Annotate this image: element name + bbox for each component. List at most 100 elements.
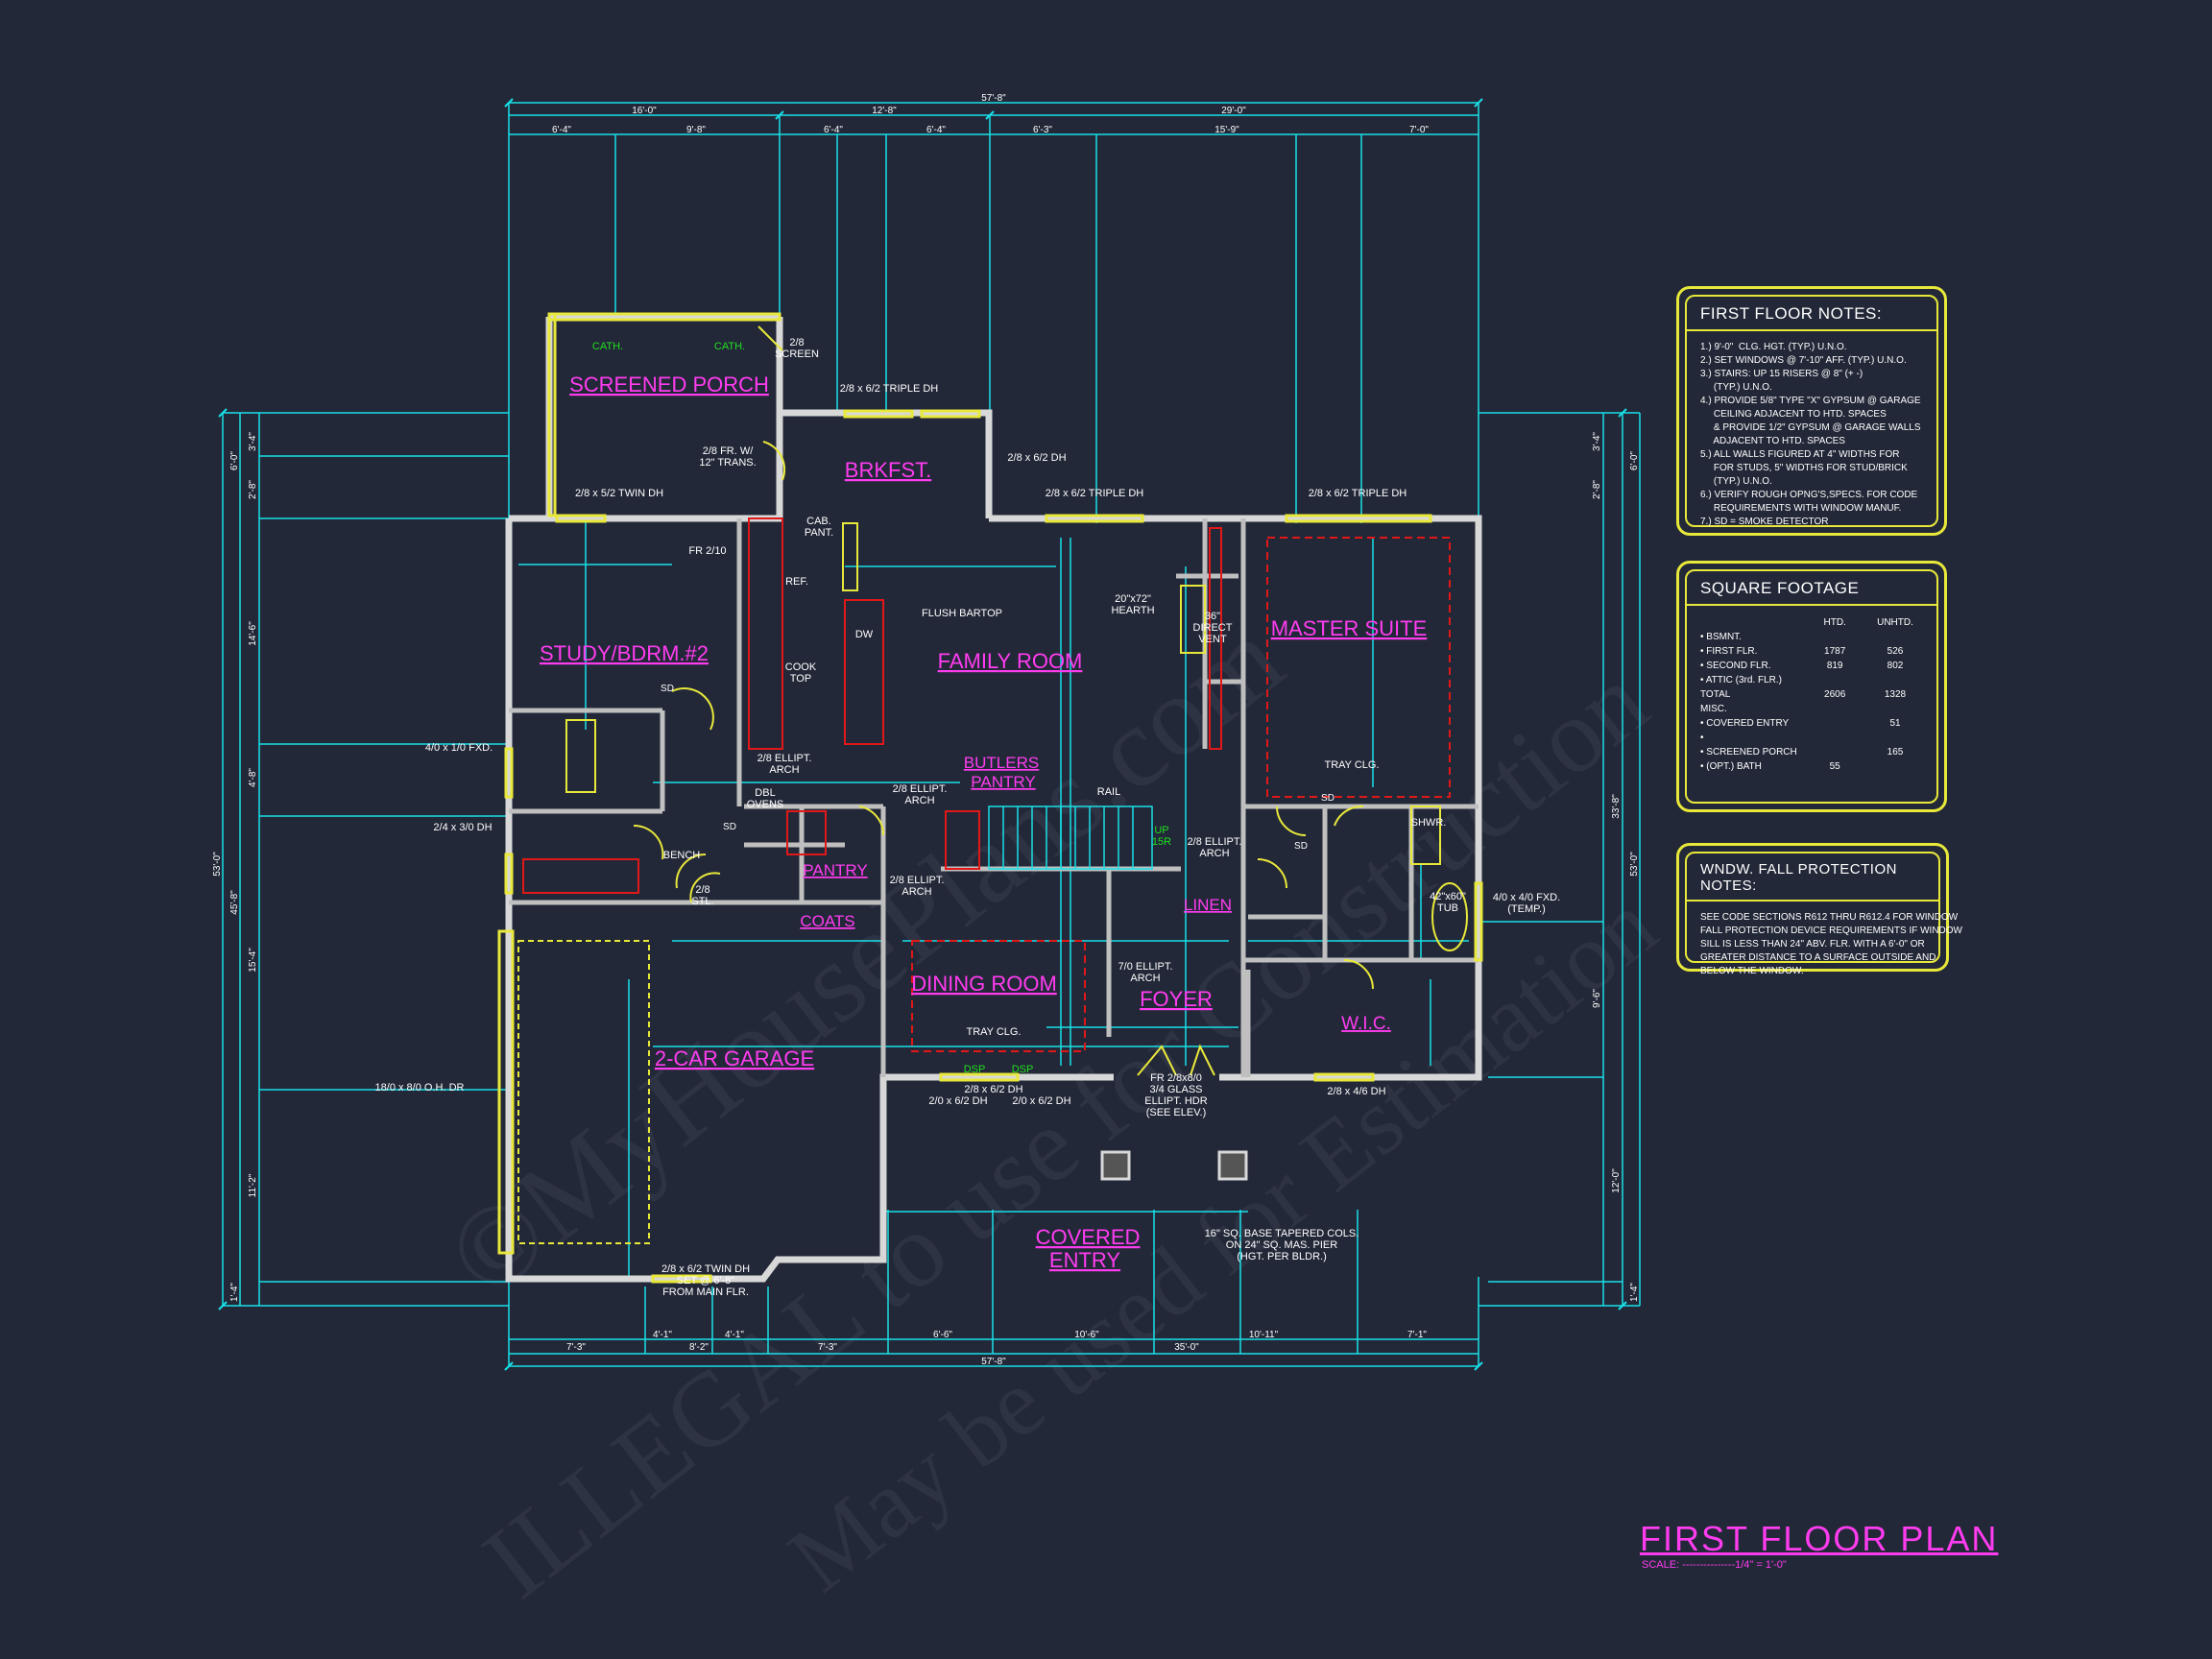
dim-left-8: 15'-4": [248, 948, 258, 973]
dim-top-overall: 57'-8": [981, 93, 1006, 104]
room-pantry: PANTRY: [803, 861, 867, 879]
room-labels: SCREENED PORCH BRKFST. STUDY/BDRM.#2 FAM…: [540, 373, 1427, 1272]
label-line: FR 2/8x8/0: [1150, 1072, 1202, 1084]
label-line: (SEE ELEV.): [1146, 1107, 1207, 1118]
dim-top-sub-4: 6'-4": [926, 125, 946, 135]
dim-bottom-1: 7'-3": [566, 1342, 586, 1353]
label-dw: DW: [855, 629, 874, 640]
dim-top-sub-1: 6'-4": [552, 125, 571, 135]
label-cab-pant: CAB.PANT.: [805, 516, 833, 539]
square-footage-cell: [1802, 702, 1867, 716]
label-triple-dh-master: 2/8 x 6/2 TRIPLE DH: [1309, 488, 1407, 499]
label-line: OVENS: [747, 799, 784, 810]
square-footage-title: SQUARE FOOTAGE: [1687, 571, 1936, 606]
dim-right-3: 2'-8": [1592, 480, 1602, 499]
label-line: (TEMP.): [1507, 903, 1546, 915]
label-line: ARCH: [1199, 848, 1229, 859]
square-footage-cell: [1802, 673, 1867, 687]
label-line: DIRECT: [1193, 622, 1233, 634]
label-dh-brkfst: 2/8 x 6/2 DH: [1007, 452, 1066, 464]
label-oh-door: 18/0 x 8/0 O.H. DR: [375, 1082, 465, 1094]
dim-right-8: 1'-4": [1629, 1283, 1640, 1302]
dim-right-1: 3'-4": [1592, 432, 1602, 451]
first-floor-note: 5.) ALL WALLS FIGURED AT 4" WIDTHS FOR: [1700, 449, 1900, 460]
room-butlers-pantry-2: PANTRY: [971, 773, 1035, 791]
dim-right-4: 33'-8": [1611, 794, 1622, 819]
first-floor-note: (TYP.) U.N.O.: [1700, 382, 1772, 393]
label-ellipt-arch-5: 7/0 ELLIPT.ARCH: [1118, 961, 1173, 984]
dim-top-sub-6: 15'-9": [1214, 125, 1239, 135]
label-line: 7/0 ELLIPT.: [1118, 961, 1173, 973]
dim-left-1: 3'-4": [248, 432, 258, 451]
label-line: 2/8 x 6/2 TWIN DH: [661, 1263, 750, 1275]
columns: [1100, 1150, 1248, 1181]
dim-left-3: 2'-8": [248, 480, 258, 499]
square-footage-cell: 819: [1826, 661, 1843, 671]
dim-top-2: 12'-8": [872, 106, 897, 116]
square-footage-cell: UNHTD.: [1877, 617, 1913, 628]
square-footage-cell: [1867, 731, 1923, 745]
dim-left-7: 45'-8": [229, 890, 240, 915]
label-tray-clg-dining: TRAY CLG.: [966, 1026, 1021, 1038]
square-footage-header: HTD.UNHTD.: [1700, 615, 1923, 630]
label-dh-dining-2: 2/0 x 6/2 DH: [928, 1095, 987, 1107]
window-note: SILL IS LESS THAN 24" ABV. FLR. WITH A 6…: [1700, 939, 1925, 950]
first-floor-note: & PROVIDE 1/2" GYPSUM @ GARAGE WALLS: [1700, 422, 1921, 433]
label-ellipt-arch-3: 2/8 ELLIPT.ARCH: [890, 875, 945, 898]
first-floor-note: 4.) PROVIDE 5/8" TYPE "X" GYPSUM @ GARAG…: [1700, 396, 1921, 406]
label-twin-dh-porch: 2/8 x 5/2 TWIN DH: [575, 488, 663, 499]
dim-right-5: 53'-0": [1629, 852, 1640, 877]
label-line: 2/8 ELLIPT.: [757, 753, 812, 764]
dimension-lines: [222, 102, 1641, 1367]
square-footage-cell: • FIRST FLR.: [1700, 646, 1758, 657]
dim-bottom-6: 6'-6": [933, 1330, 952, 1340]
label-line: 15R: [1152, 836, 1171, 848]
first-floor-note: (TYP.) U.N.O.: [1700, 476, 1772, 487]
label-ellipt-arch-2: 2/8 ELLIPT.ARCH: [893, 783, 948, 806]
dim-bottom-10: 7'-1": [1407, 1330, 1427, 1340]
label-line: VENT: [1198, 634, 1227, 645]
label-fr210: FR 2/10: [688, 545, 726, 557]
square-footage-cell: [1867, 630, 1923, 644]
dim-bottom-overall: 57'-8": [981, 1357, 1006, 1367]
dim-top-sub-5: 6'-3": [1033, 125, 1052, 135]
dim-bottom-3: 8'-2": [689, 1342, 709, 1353]
label-line: CAB.: [806, 516, 831, 527]
first-floor-note: ADJACENT TO HTD. SPACES: [1700, 436, 1845, 446]
label-line: ARCH: [902, 886, 931, 898]
room-screened-porch: SCREENED PORCH: [569, 373, 769, 397]
first-floor-notes-panel: FIRST FLOOR NOTES: 1.) 9'-0" CLG. HGT. (…: [1676, 286, 1947, 536]
label-sd-3: SD: [1321, 793, 1334, 804]
label-shwr: SHWR.: [1411, 817, 1447, 829]
label-flush-bartop: FLUSH BARTOP: [922, 608, 1002, 619]
dim-bottom-2: 4'-1": [653, 1330, 672, 1340]
dim-texts-left: 3'-4" 6'-0" 2'-8" 14'-6" 4'-8" 53'-0" 45…: [212, 432, 1640, 1302]
square-footage-cell: [1867, 759, 1923, 774]
label-line: 2/8 ELLIPT.: [890, 875, 945, 886]
square-footage-cell: [1867, 673, 1923, 687]
first-floor-note: 7.) SD = SMOKE DETECTOR: [1700, 517, 1829, 527]
dim-top-sub-2: 9'-8": [686, 125, 706, 135]
label-line: DBL: [755, 787, 775, 799]
square-footage-cell: •: [1700, 733, 1704, 743]
dim-top-1: 16'-0": [632, 106, 657, 116]
label-sd-2: SD: [723, 822, 736, 832]
label-fxd-410: 4/0 x 1/0 FXD.: [425, 742, 493, 754]
window-notes-title: WNDW. FALL PROTECTION NOTES:: [1687, 854, 1938, 902]
room-master-suite: MASTER SUITE: [1271, 616, 1428, 640]
label-line: COOK: [785, 661, 817, 673]
label-line: SCREEN: [775, 349, 819, 360]
dim-left-6: 53'-0": [212, 852, 223, 877]
label-cath-2: CATH.: [714, 341, 745, 352]
square-footage-cell: • SECOND FLR.: [1700, 661, 1771, 671]
dim-right-7: 12'-0": [1611, 1168, 1622, 1193]
label-dh-46: 2/8 x 4/6 DH: [1327, 1086, 1385, 1097]
square-footage-cell: • SCREENED PORCH: [1700, 747, 1797, 757]
square-footage-cell: MISC.: [1700, 704, 1727, 714]
